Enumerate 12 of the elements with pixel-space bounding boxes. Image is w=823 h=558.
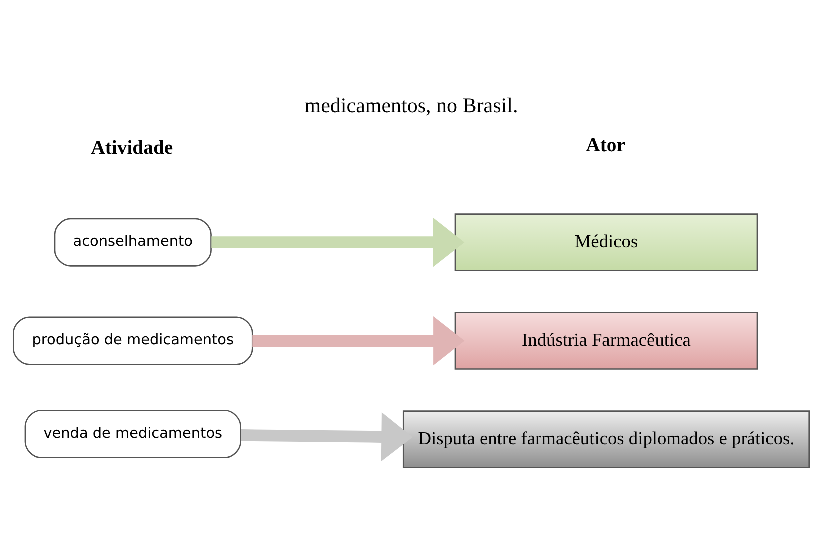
diagram-title: medicamentos, no Brasil.: [304, 93, 518, 118]
node-box: produção de medicamentos: [13, 316, 254, 366]
label: Atividade: [91, 136, 174, 159]
node-box: Médicos: [454, 214, 758, 272]
node-box: Disputa entre farmacêuticos diplomados e práticos.: [402, 410, 810, 468]
node-box: venda de medicamentos: [24, 410, 242, 459]
node-box: Indústria Farmacêutica: [454, 312, 758, 370]
arrow: [252, 316, 465, 366]
node-box: aconselhamento: [54, 218, 212, 267]
arrow: [241, 412, 413, 462]
arrow: [212, 218, 465, 268]
label: Ator: [586, 134, 626, 156]
